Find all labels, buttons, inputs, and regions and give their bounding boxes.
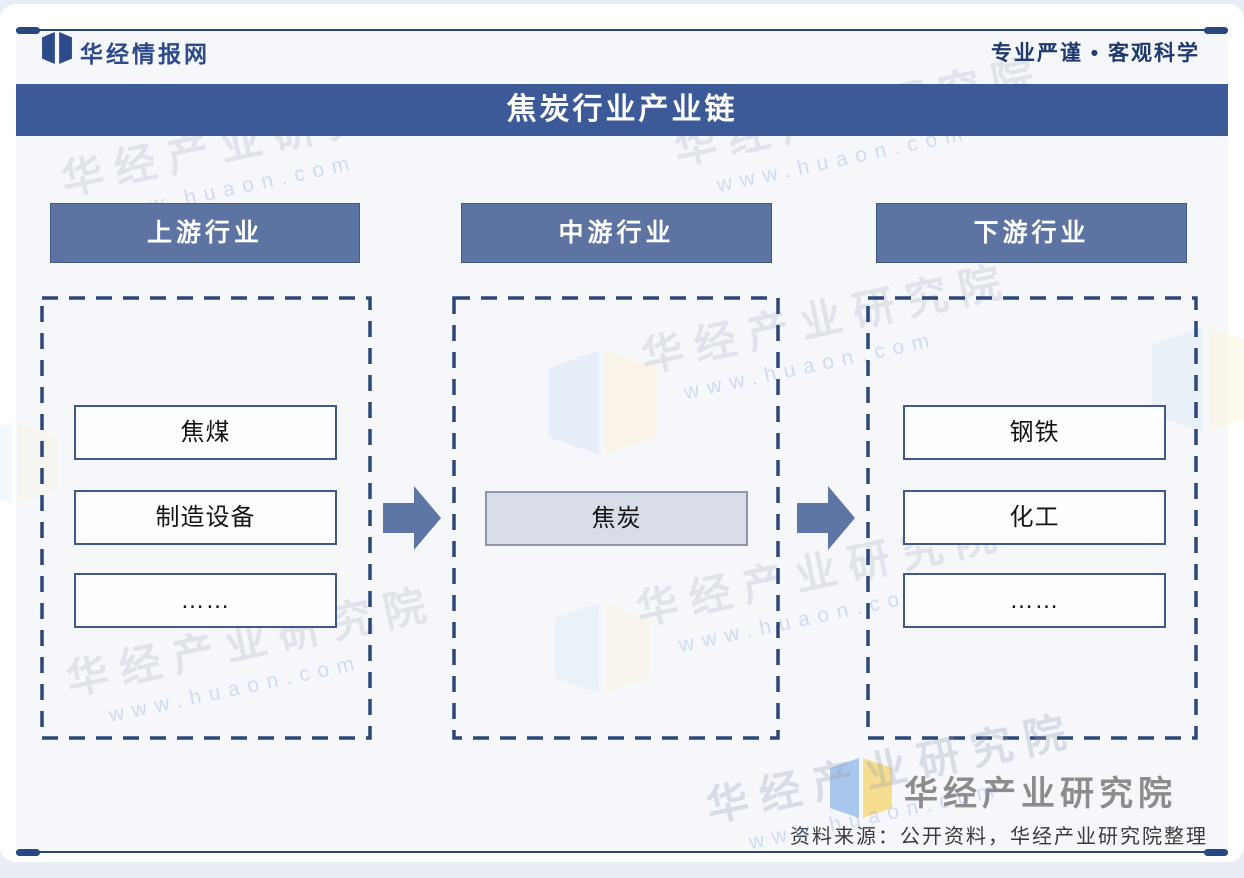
upstream-item-equipment: 制造设备 — [74, 490, 337, 545]
data-source-note: 资料来源：公开资料，华经产业研究院整理 — [790, 826, 1208, 848]
midstream-item-coke: 焦炭 — [485, 491, 748, 546]
bottom-rule — [16, 851, 1228, 853]
arrow-midstream-to-downstream — [797, 486, 855, 550]
page-title: 焦炭行业产业链 — [16, 84, 1228, 136]
downstream-group-box — [866, 296, 1198, 740]
brand-name: 华经情报网 — [80, 41, 210, 67]
midstream-header: 中游行业 — [461, 203, 772, 263]
upstream-header: 上游行业 — [50, 203, 360, 263]
footer-logo-text: 华经产业研究院 — [904, 775, 1177, 813]
header-tagline: 专业严谨 • 客观科学 — [990, 42, 1200, 65]
bottom-rule-right-cap — [1204, 849, 1228, 856]
arrow-upstream-to-midstream — [383, 486, 441, 550]
downstream-item-chemical: 化工 — [903, 490, 1166, 545]
footer-book-logo-icon — [830, 758, 892, 818]
bottom-rule-left-cap — [16, 849, 40, 856]
top-rule — [16, 29, 1228, 31]
upstream-group-box — [40, 296, 372, 740]
upstream-item-ellipsis: …… — [74, 573, 337, 628]
top-rule-right-cap — [1204, 27, 1228, 34]
midstream-group-box — [452, 296, 780, 740]
downstream-item-ellipsis: …… — [903, 573, 1166, 628]
downstream-header: 下游行业 — [876, 203, 1187, 263]
brand-book-icon — [42, 32, 72, 64]
upstream-item-coking-coal: 焦煤 — [74, 405, 337, 460]
downstream-item-steel: 钢铁 — [903, 405, 1166, 460]
top-rule-left-cap — [16, 27, 40, 34]
